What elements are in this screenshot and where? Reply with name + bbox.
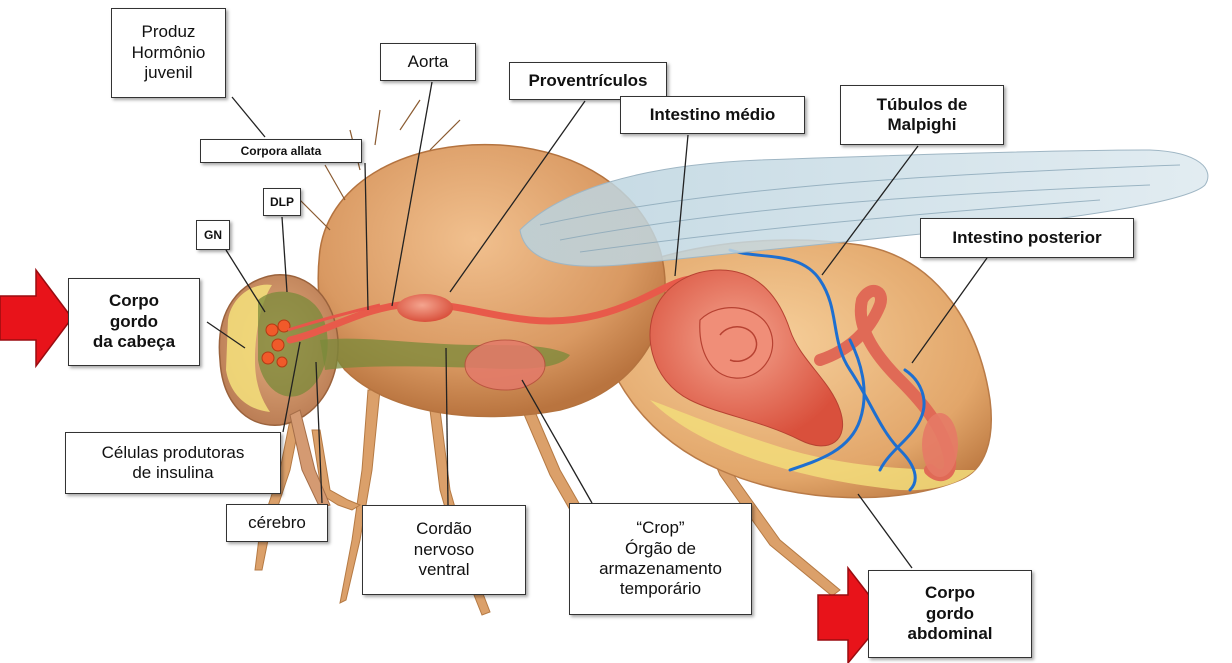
label-corpo-gordo-abdominal: Corpo gordo abdominal [868, 570, 1032, 658]
label-dlp: DLP [263, 188, 301, 216]
label-intestino-medio: Intestino médio [620, 96, 805, 134]
label-intestino-posterior: Intestino posterior [920, 218, 1134, 258]
label-gn: GN [196, 220, 230, 250]
label-corpo-gordo-cabeca: Corpo gordo da cabeça [68, 278, 200, 366]
crop-organ [465, 340, 545, 390]
label-proventriculos: Proventrículos [509, 62, 667, 100]
label-produz-hormonio-juvenil: Produz Hormônio juvenil [111, 8, 226, 98]
label-crop-orgao-armazenamento: “Crop” Órgão de armazenamento temporário [569, 503, 752, 615]
label-aorta: Aorta [380, 43, 476, 81]
label-cordao-nervoso-ventral: Cordão nervoso ventral [362, 505, 526, 595]
label-cerebro: cérebro [226, 504, 328, 542]
label-corpora-allata: Corpora allata [200, 139, 362, 163]
label-celulas-produtoras-insulina: Células produtoras de insulina [65, 432, 281, 494]
red-arrow-head-fat [0, 270, 72, 366]
label-tubulos-de-malpighi: Túbulos de Malpighi [840, 85, 1004, 145]
